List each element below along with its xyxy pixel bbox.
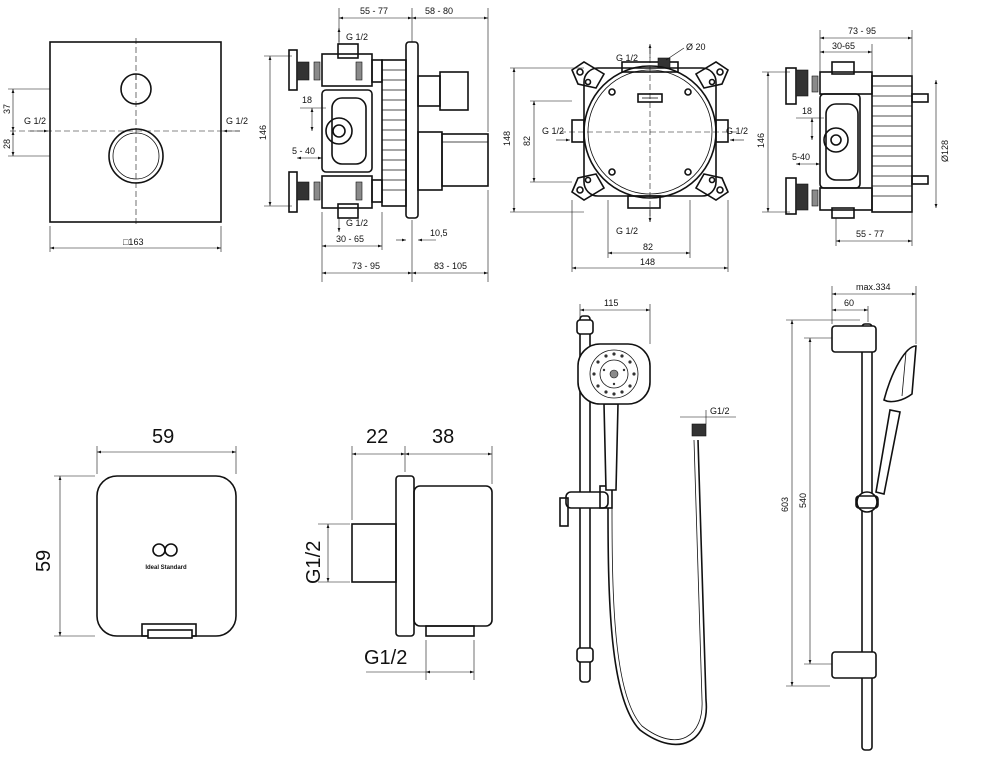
valve-dim-top-right: 58 - 80 [425, 6, 453, 16]
shower-hose [607, 439, 708, 746]
box-front-view: G 1/2 G 1/2 G 1/2 G 1/2 Ø 20 148 82 82 1… [502, 42, 748, 272]
box-side-diameter: Ø128 [940, 140, 950, 162]
box-front-width: 148 [640, 257, 655, 267]
brand-logo-icon [152, 543, 166, 557]
faceplate-inlet-right: G 1/2 [226, 116, 248, 126]
outlet-front-view: Ideal Standard 59 59 [33, 426, 237, 639]
box-front-port-bottom: G 1/2 [616, 226, 638, 236]
box-front-inner-width: 82 [643, 242, 653, 252]
valve-outlet-top: G 1/2 [346, 32, 368, 42]
rail-offset: 60 [844, 298, 854, 308]
faceplate-view: 37 28 G 1/2 G 1/2 □163 [2, 38, 248, 252]
box-side-dim-inner: 30-65 [832, 41, 855, 51]
valve-outlet-bottom: G 1/2 [346, 218, 368, 228]
box-side-height: 146 [756, 133, 766, 148]
faceplate-outline [49, 41, 222, 223]
box-front-hole: Ø 20 [686, 42, 706, 52]
outlet-side-view: 22 38 G1/2 G1/2 [303, 426, 493, 680]
outlet-side-dim-right: 38 [432, 426, 454, 448]
faceplate-dim-37: 37 [2, 104, 12, 114]
valve-dim-top-left: 55 - 77 [360, 6, 388, 16]
box-side-dim-bottom: 55 - 77 [856, 229, 884, 239]
shower-set-view: 115 G1/2 [559, 298, 736, 746]
box-side-view: 73 - 95 30-65 146 18 5-40 Ø128 55 - 77 [756, 26, 950, 246]
shower-hose-thread: G1/2 [710, 406, 730, 416]
rail-spacing: 540 [798, 493, 808, 508]
faceplate-dim-28: 28 [2, 139, 12, 149]
box-side-threads [871, 75, 913, 213]
rail-side-view: max.334 60 603 540 [780, 282, 917, 751]
outlet-side-body [413, 485, 493, 627]
outlet-front-height: 59 [33, 550, 55, 572]
outlet-side-thread-bottom: G1/2 [364, 647, 407, 669]
shower-head-width: 115 [604, 298, 618, 308]
valve-height: 146 [258, 125, 268, 140]
outlet-side-thread-side: G1/2 [303, 541, 325, 584]
valve-span-a: 30 - 65 [336, 234, 364, 244]
box-side-depth-range: 5-40 [792, 152, 810, 162]
valve-depth-range: 5 - 40 [292, 146, 315, 156]
valve-span-c: 83 - 105 [434, 261, 467, 271]
faceplate-width: □163 [123, 237, 143, 247]
rail-max: max.334 [856, 282, 891, 292]
rail-height: 603 [780, 497, 790, 512]
box-front-port-left: G 1/2 [542, 126, 564, 136]
box-front-port-right: G 1/2 [726, 126, 748, 136]
rail-bar [861, 323, 873, 751]
valve-side-view: G 1/2 G 1/2 55 - 77 58 - 80 146 18 5 - 4… [258, 6, 489, 282]
box-front-inner: 82 [522, 136, 532, 146]
outlet-brand: Ideal Standard [145, 565, 187, 571]
valve-offset: 18 [302, 95, 312, 105]
valve-body [321, 89, 373, 173]
valve-span-b: 73 - 95 [352, 261, 380, 271]
valve-wall: 10,5 [430, 228, 448, 238]
box-front-height: 148 [502, 131, 512, 146]
box-side-dim-top: 73 - 95 [848, 26, 876, 36]
outlet-front-body [96, 475, 237, 637]
outlet-side-dim-left: 22 [366, 426, 388, 448]
outlet-front-width: 59 [152, 426, 174, 448]
box-side-offset: 18 [802, 106, 812, 116]
box-front-port-top: G 1/2 [616, 53, 638, 63]
faceplate-inlet-left: G 1/2 [24, 116, 46, 126]
